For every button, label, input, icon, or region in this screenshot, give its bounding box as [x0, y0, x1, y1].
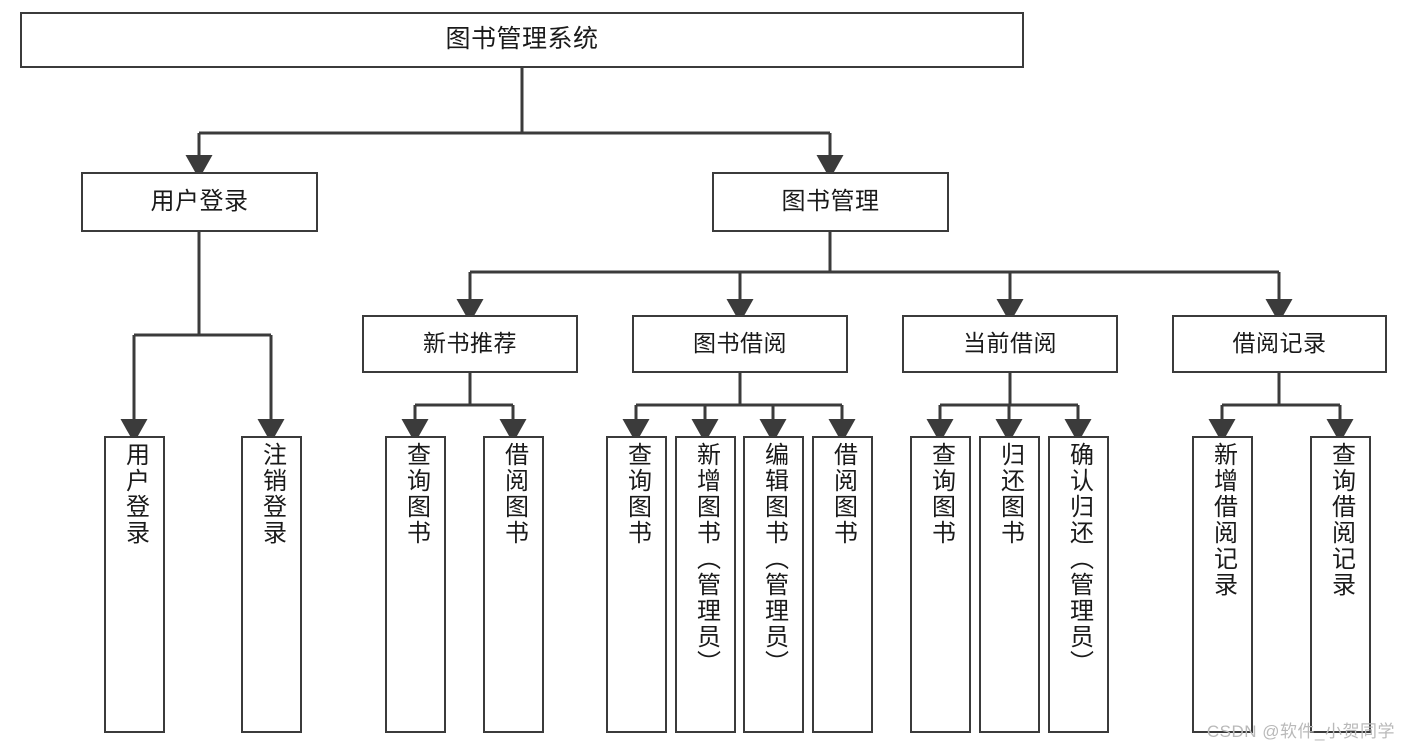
node-leaf-confirm-return-admin[interactable]: 确认归还（管理员） — [1048, 436, 1109, 733]
node-label: 编辑图书（管理员） — [760, 442, 788, 676]
node-root-system[interactable]: 图书管理系统 — [20, 12, 1024, 68]
node-current-borrow[interactable]: 当前借阅 — [902, 315, 1118, 373]
node-label: 图书管理 — [781, 187, 880, 215]
node-label: 查询借阅记录 — [1327, 442, 1355, 598]
node-label: 图书借阅 — [693, 330, 787, 357]
node-label: 查询图书 — [402, 442, 430, 546]
node-new-book-recommend[interactable]: 新书推荐 — [362, 315, 578, 373]
node-leaf-add-borrow-record[interactable]: 新增借阅记录 — [1192, 436, 1253, 733]
node-leaf-add-book-admin[interactable]: 新增图书（管理员） — [675, 436, 736, 733]
node-label: 归还图书 — [996, 442, 1024, 546]
node-label: 借阅记录 — [1232, 330, 1327, 357]
node-label: 新增图书（管理员） — [692, 442, 720, 676]
node-label: 注销登录 — [258, 442, 286, 546]
node-leaf-logout[interactable]: 注销登录 — [241, 436, 302, 733]
node-label: 查询图书 — [623, 442, 651, 546]
node-user-login[interactable]: 用户登录 — [81, 172, 318, 232]
node-leaf-query-books-recommend[interactable]: 查询图书 — [385, 436, 446, 733]
node-leaf-user-login[interactable]: 用户登录 — [104, 436, 165, 733]
node-borrow-records[interactable]: 借阅记录 — [1172, 315, 1387, 373]
node-book-management[interactable]: 图书管理 — [712, 172, 949, 232]
node-label: 借阅图书 — [500, 442, 528, 546]
node-label: 查询图书 — [927, 442, 955, 546]
node-book-borrow[interactable]: 图书借阅 — [632, 315, 848, 373]
node-label: 新书推荐 — [423, 330, 517, 357]
node-leaf-borrow-books[interactable]: 借阅图书 — [812, 436, 873, 733]
node-label: 图书管理系统 — [445, 25, 599, 54]
node-leaf-borrow-books-recommend[interactable]: 借阅图书 — [483, 436, 544, 733]
node-label: 当前借阅 — [963, 330, 1057, 357]
node-leaf-query-borrow-record[interactable]: 查询借阅记录 — [1310, 436, 1371, 733]
node-leaf-edit-book-admin[interactable]: 编辑图书（管理员） — [743, 436, 804, 733]
node-leaf-query-books-borrow[interactable]: 查询图书 — [606, 436, 667, 733]
node-label: 新增借阅记录 — [1209, 442, 1237, 598]
node-label: 用户登录 — [150, 187, 249, 215]
node-leaf-return-books[interactable]: 归还图书 — [979, 436, 1040, 733]
node-label: 用户登录 — [121, 442, 149, 546]
node-label: 借阅图书 — [829, 442, 857, 546]
node-leaf-query-books-current[interactable]: 查询图书 — [910, 436, 971, 733]
node-label: 确认归还（管理员） — [1065, 442, 1093, 676]
